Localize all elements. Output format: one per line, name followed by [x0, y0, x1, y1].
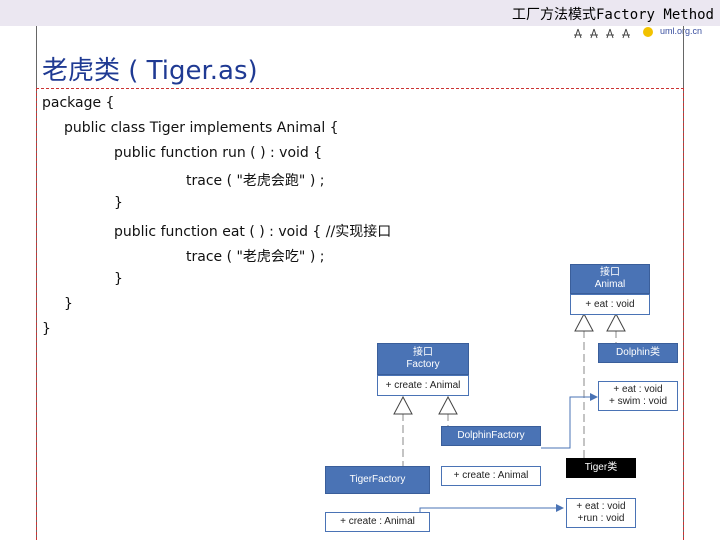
realization-arrow-icon [574, 312, 594, 332]
code-line: trace ( "老虎会吃" ) ; [186, 249, 325, 265]
dolphin-op: + eat : void [613, 384, 663, 395]
tiger-name: Tiger类 [584, 462, 618, 473]
tiger-factory-name: TigerFactory [349, 474, 406, 485]
factory-interface-header: 接口 Factory [377, 343, 469, 375]
animal-op: + eat : void [585, 298, 635, 310]
tiger-class-body: + eat : void +run : void [566, 498, 636, 528]
dolphin-factory-header: DolphinFactory [441, 426, 541, 446]
dolphin-factory-body: + create : Animal [441, 466, 541, 486]
dolphin-factory-op: + create : Animal [453, 470, 529, 481]
dolphin-name: Dolphin类 [616, 347, 660, 358]
dolphin-class-header: Dolphin类 [598, 343, 678, 363]
code-line: public function eat ( ) : void { //实现接口 [114, 224, 392, 240]
dolphin-class-body: + eat : void + swim : void [598, 381, 678, 411]
animal-interface-body: + eat : void [570, 294, 650, 315]
factory-op: + create : Animal [385, 379, 461, 391]
dependency-arrow-icon [590, 393, 598, 401]
tiger-factory-header: TigerFactory [325, 466, 430, 494]
factory-stereotype: 接口 [413, 347, 433, 358]
code-line: package { [42, 95, 115, 111]
dolphin-dependency-line [541, 396, 592, 449]
code-line: } [114, 271, 123, 287]
tiger-factory-body: + create : Animal [325, 512, 430, 532]
code-line: trace ( "老虎会跑" ) ; [186, 173, 325, 189]
header-title: 工厂方法模式Factory Method [511, 7, 714, 23]
tiger-op: +run : void [577, 513, 625, 524]
factory-name: Factory [406, 359, 440, 370]
code-box [36, 88, 684, 540]
tiger-factory-op: + create : Animal [340, 516, 415, 527]
tiger-op: + eat : void [576, 501, 626, 512]
dependency-arrow-icon [556, 504, 564, 512]
code-line: public function run ( ) : void { [114, 145, 323, 161]
animal-stereotype: 接口 [600, 267, 620, 278]
tiger-dependency-line [419, 507, 558, 512]
code-line: public class Tiger implements Animal { [64, 120, 339, 136]
tiger-class-header: Tiger类 [566, 458, 636, 478]
dolphin-factory-name: DolphinFactory [457, 430, 525, 441]
factory-interface-body: + create : Animal [377, 375, 469, 396]
code-line: } [64, 296, 73, 312]
code-line: } [42, 321, 51, 337]
animal-interface-header: 接口 Animal [570, 264, 650, 294]
animal-name: Animal [594, 279, 626, 290]
dolphin-op: + swim : void [608, 396, 668, 407]
realization-arrow-icon [438, 395, 458, 415]
slide-title: 老虎类 ( Tiger.as) [42, 56, 258, 86]
realization-arrow-icon [393, 395, 413, 415]
realization-arrow-icon [606, 312, 626, 332]
header-bar: 工厂方法模式Factory Method [0, 0, 720, 26]
code-line: } [114, 195, 123, 211]
uml-logo-icon [574, 27, 653, 39]
logo-url: uml.org.cn [660, 26, 703, 36]
